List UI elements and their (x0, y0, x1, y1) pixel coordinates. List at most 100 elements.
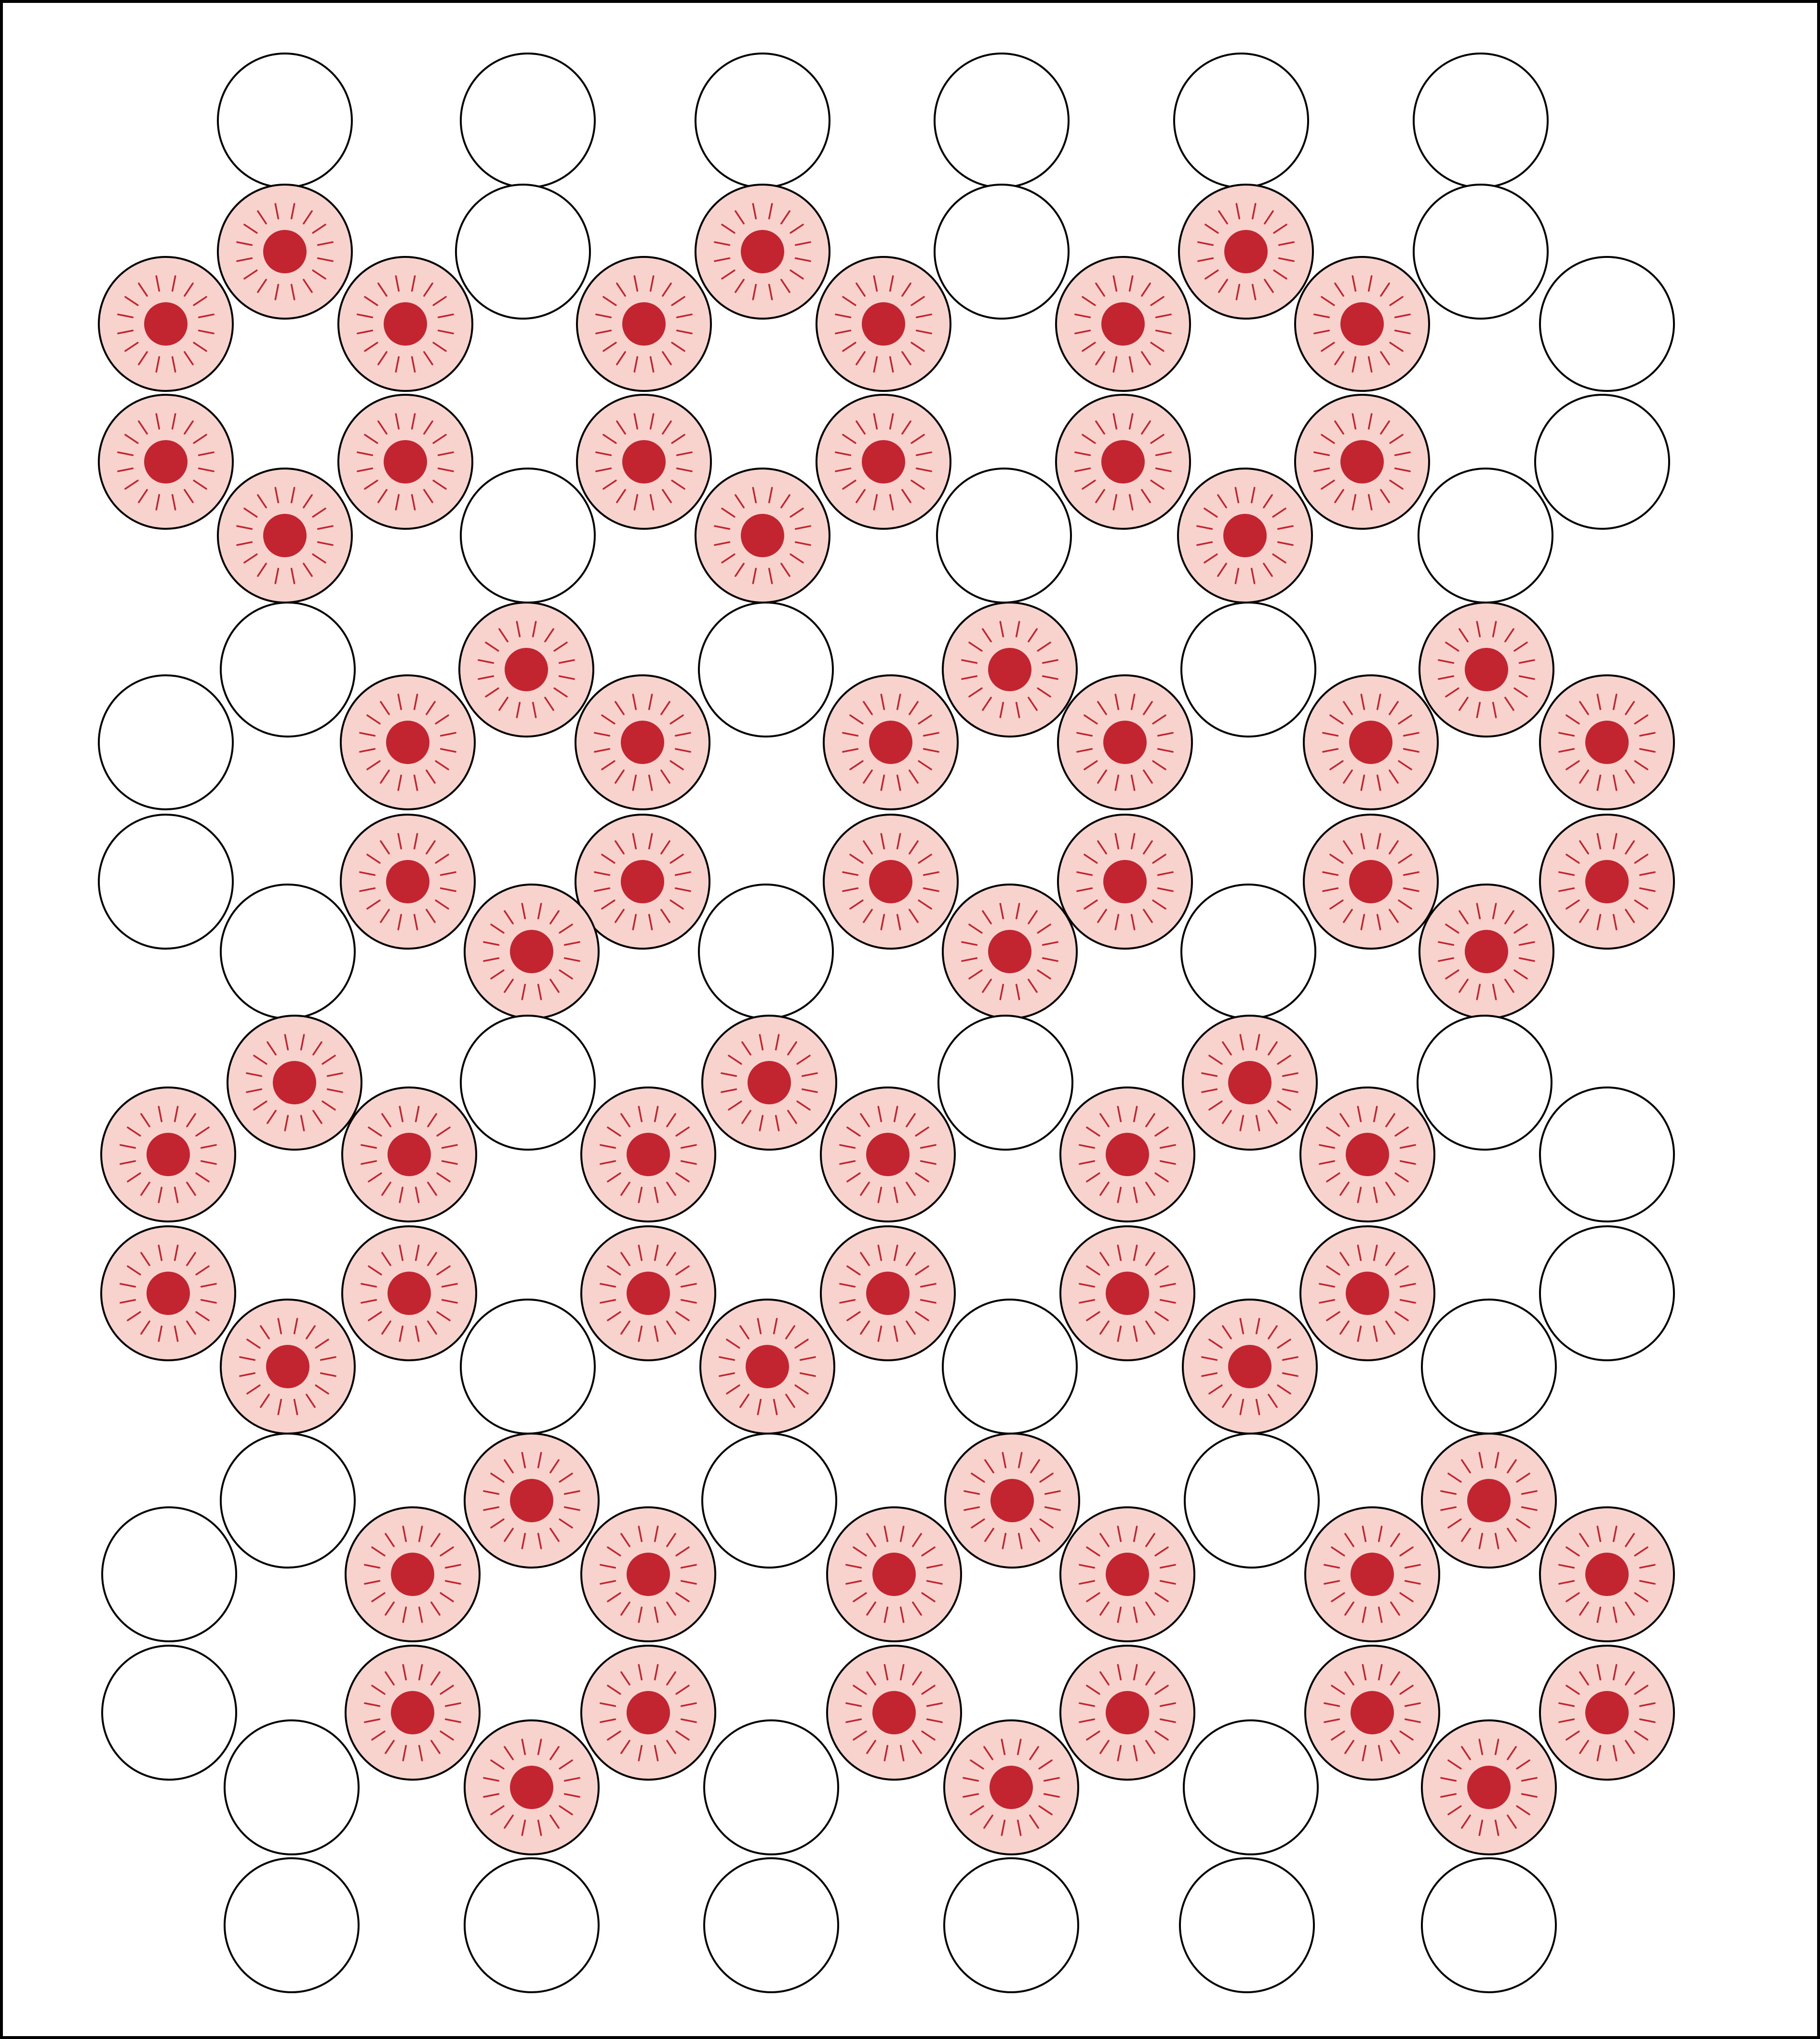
ray-mark (1394, 1127, 1409, 1137)
empty-cell (220, 884, 356, 1020)
ray-mark (1378, 1526, 1383, 1543)
ray-mark (780, 494, 790, 509)
ray-mark (620, 1113, 630, 1127)
ray-mark (1218, 279, 1228, 293)
ray-mark (1154, 1127, 1169, 1137)
ray-mark (267, 1110, 277, 1124)
ray-mark (790, 269, 804, 280)
ray-mark (853, 1730, 867, 1741)
ray-mark (563, 1793, 580, 1798)
ray-mark (1362, 1664, 1367, 1681)
ray-mark (675, 1311, 690, 1321)
empty-cell (460, 468, 596, 604)
ray-mark (918, 714, 932, 724)
ray-mark (1612, 694, 1618, 711)
ray-mark (361, 1283, 377, 1288)
empty-cell (942, 1299, 1078, 1435)
lit-cell (98, 394, 234, 530)
ray-mark (1272, 553, 1286, 563)
ray-mark (537, 1532, 542, 1549)
ray-mark (680, 1283, 697, 1288)
ray-mark (1157, 732, 1174, 737)
ray-mark (399, 1186, 404, 1203)
ray-mark (1612, 833, 1618, 850)
ray-mark (411, 275, 416, 292)
empty-cell (1180, 884, 1316, 1020)
lit-cell (227, 1015, 362, 1151)
ray-mark (1097, 909, 1107, 923)
ray-mark (906, 1320, 916, 1335)
ray-mark (1117, 1744, 1122, 1761)
ray-mark (1352, 275, 1357, 292)
ray-mark (174, 1325, 179, 1342)
ray-mark (768, 567, 773, 584)
ray-mark (906, 1113, 916, 1127)
ray-mark (1343, 909, 1353, 923)
ray-mark (880, 833, 885, 850)
ray-mark (620, 1181, 630, 1196)
ray-mark (1596, 1744, 1602, 1761)
ray-mark (1558, 1718, 1575, 1723)
ray-mark (423, 420, 433, 435)
ray-mark (915, 313, 932, 319)
ray-mark (906, 1181, 916, 1196)
ray-mark (1272, 508, 1286, 518)
ray-mark (120, 1283, 136, 1288)
ray-mark (773, 1318, 778, 1335)
ray-mark (1378, 1606, 1383, 1623)
ray-mark (1152, 714, 1166, 724)
ray-mark (1239, 1318, 1245, 1335)
ray-mark (1447, 1473, 1462, 1483)
lit-cell (1177, 468, 1313, 604)
ray-mark (174, 1245, 179, 1261)
lit-cell (1539, 1506, 1675, 1642)
ray-mark (1086, 1730, 1100, 1741)
ray-mark (1197, 241, 1214, 246)
ray-mark (418, 1664, 423, 1681)
cell-core (263, 230, 307, 273)
ray-mark (654, 1325, 659, 1342)
ray-mark (1255, 1318, 1260, 1335)
ray-mark (757, 1318, 762, 1335)
ray-mark (253, 1100, 268, 1111)
ray-mark (1117, 1106, 1122, 1123)
ray-mark (835, 467, 852, 472)
ray-mark (839, 1144, 856, 1149)
ray-mark (1319, 1144, 1336, 1149)
ray-mark (648, 694, 653, 711)
ray-mark (768, 487, 773, 504)
ray-mark (607, 1592, 621, 1602)
ray-mark (1389, 342, 1404, 352)
ray-mark (675, 1730, 690, 1741)
ray-mark (1145, 1181, 1155, 1196)
ray-mark (1042, 675, 1058, 680)
ray-mark (1385, 1181, 1395, 1196)
ray-mark (873, 356, 878, 373)
ray-mark (1112, 356, 1118, 373)
ray-mark (1082, 434, 1096, 444)
ray-mark (195, 1311, 210, 1321)
cell-layer (98, 53, 1675, 1993)
ray-mark (1117, 1186, 1122, 1203)
ray-mark (675, 1592, 690, 1602)
empty-cell (1421, 1299, 1557, 1435)
ray-mark (317, 257, 334, 262)
ray-mark (1255, 1398, 1260, 1415)
ray-mark (849, 760, 864, 770)
ray-mark (315, 1339, 329, 1349)
ray-mark (357, 451, 374, 456)
ray-mark (1155, 467, 1172, 472)
ray-mark (444, 1564, 461, 1569)
ray-mark (490, 1805, 505, 1815)
ray-mark (174, 1186, 179, 1203)
ray-mark (638, 1526, 643, 1543)
cell-core (263, 514, 307, 557)
cell-core (1465, 648, 1508, 691)
ray-mark (1150, 480, 1164, 490)
ray-mark (662, 420, 672, 435)
ray-mark (999, 621, 1004, 638)
ray-mark (1326, 1265, 1340, 1275)
ray-mark (1634, 1546, 1648, 1556)
ray-mark (1513, 687, 1528, 698)
